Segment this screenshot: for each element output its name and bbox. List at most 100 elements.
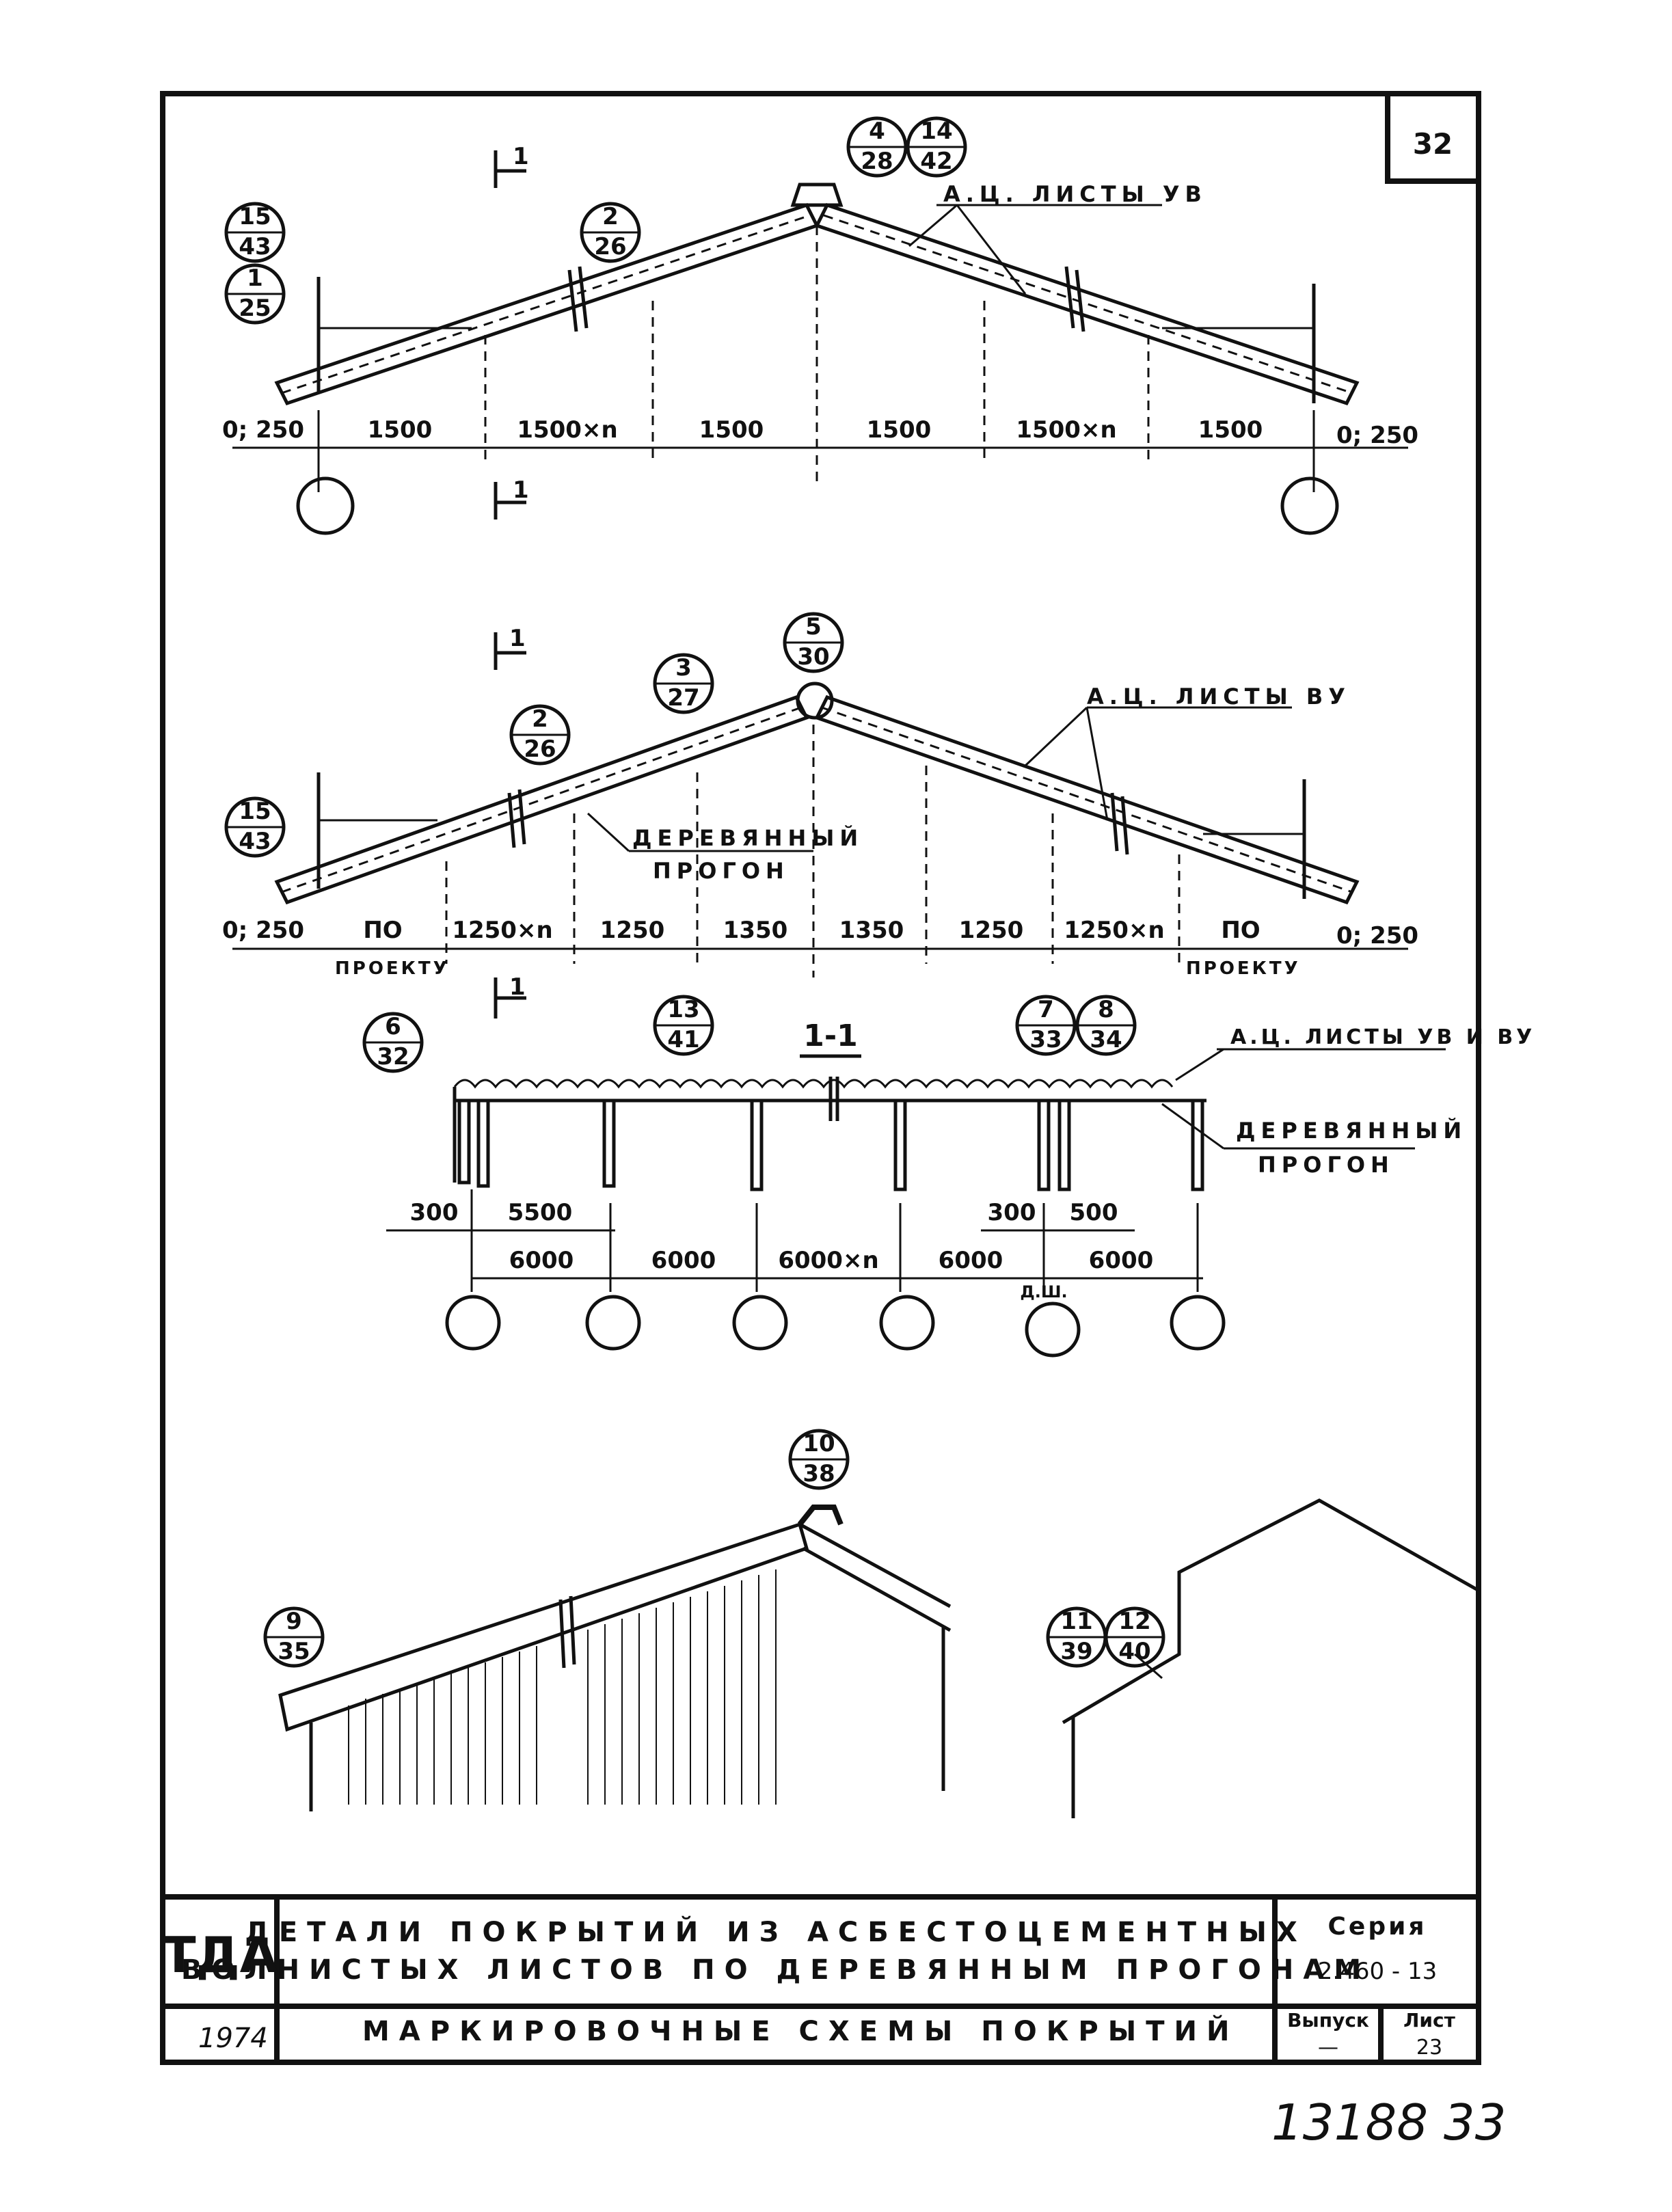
- callout-2-26: 2 26: [509, 704, 571, 766]
- svg-text:43: 43: [239, 828, 271, 855]
- svg-text:12: 12: [1118, 1608, 1150, 1635]
- dim-label: 1250: [600, 917, 665, 944]
- svg-text:15: 15: [239, 798, 271, 825]
- callout-15-43: 15 43: [224, 202, 286, 263]
- svg-text:2: 2: [532, 705, 548, 733]
- series-value: 2.460 - 13: [1318, 1958, 1437, 1985]
- dim-label: 1250×n: [452, 917, 552, 944]
- callout-13-41: 13 41: [653, 995, 714, 1056]
- axis-bubble: [732, 1295, 788, 1351]
- section-1-1: 1-1 300 5500 300 500: [362, 995, 1535, 1358]
- svg-text:43: 43: [239, 233, 271, 260]
- svg-text:40: 40: [1118, 1638, 1150, 1665]
- svg-text:39: 39: [1060, 1638, 1092, 1665]
- axis-bubble: [1170, 1295, 1226, 1351]
- ridge-cap: [790, 183, 844, 207]
- dim-label: 1500: [867, 416, 932, 444]
- svg-text:26: 26: [524, 736, 556, 763]
- eaves-slab: [278, 1522, 809, 1732]
- dim-label: 1500: [699, 416, 764, 444]
- callout-11-39: 11 39: [1046, 1606, 1107, 1668]
- callout-9-35: 9 35: [263, 1606, 325, 1668]
- joint-mark: Д.Ш.: [1020, 1282, 1067, 1301]
- svg-text:3: 3: [675, 654, 692, 682]
- dim-label: 6000: [651, 1247, 716, 1274]
- svg-text:13: 13: [667, 996, 699, 1023]
- sheet-label: Лист: [1403, 2009, 1455, 2032]
- axis-bubble: [445, 1295, 501, 1351]
- svg-text:9: 9: [286, 1608, 302, 1635]
- ridge-cap: [797, 1505, 844, 1526]
- dim-label: 1350: [839, 917, 904, 944]
- purlin-label: ПРОГОН: [653, 858, 790, 884]
- dim-label: 0; 250: [222, 416, 304, 444]
- svg-text:38: 38: [803, 1460, 835, 1487]
- callout-4-28: 4 28: [846, 116, 908, 178]
- dim-label: 1500: [368, 416, 433, 444]
- svg-text:2: 2: [602, 203, 619, 230]
- svg-text:42: 42: [920, 148, 952, 175]
- section-title: 1-1: [803, 1019, 858, 1053]
- roof-perspective: 10 38 9 35 11 39 12 40: [263, 1429, 1478, 1818]
- dim-label: 300: [410, 1199, 459, 1226]
- svg-text:41: 41: [667, 1026, 699, 1053]
- dim-label: 0; 250: [1336, 922, 1418, 949]
- svg-text:14: 14: [920, 118, 952, 145]
- title-line-2: ВОЛНИСТЫХ ЛИСТОВ ПО ДЕРЕВЯННЫМ ПРОГОНАМ: [181, 1954, 1371, 1986]
- purlin-label: ДЕРЕВЯННЫЙ: [1236, 1118, 1467, 1144]
- svg-text:32: 32: [377, 1043, 409, 1070]
- proekt-label: ПРОЕКТУ: [1186, 958, 1301, 979]
- dim-label: 5500: [508, 1199, 573, 1226]
- dim-label: 1250: [959, 917, 1024, 944]
- sheet-line-right: [823, 214, 1353, 394]
- purlin-label: ДЕРЕВЯННЫЙ: [632, 825, 863, 851]
- dim-label: 6000: [1089, 1247, 1154, 1274]
- callout-2-26: 2 26: [580, 202, 641, 263]
- svg-text:30: 30: [797, 643, 829, 671]
- dim-label: 6000: [509, 1247, 574, 1274]
- dim-label: ПО: [1221, 917, 1260, 944]
- callout-3-27: 3 27: [653, 653, 714, 714]
- svg-text:35: 35: [278, 1638, 310, 1665]
- axis-bubble: [585, 1295, 641, 1351]
- dim-label: 500: [1070, 1199, 1118, 1226]
- callout-10-38: 10 38: [788, 1429, 850, 1490]
- leader-label: А.Ц. ЛИСТЫ УВ: [943, 181, 1207, 207]
- roof-scheme-1: 1 1 А.Ц. ЛИСТЫ УВ 0; 250 1500 1500×n 150…: [222, 116, 1418, 535]
- svg-text:33: 33: [1029, 1026, 1062, 1053]
- sheet-line-left: [281, 214, 811, 394]
- roof-scheme-2: А.Ц. ЛИСТЫ ВУ ДЕРЕВЯННЫЙ ПРОГОН 1 1 0; 2…: [222, 612, 1418, 1019]
- svg-text:1: 1: [247, 265, 263, 292]
- callout-7-33: 7 33: [1015, 995, 1077, 1056]
- callout-8-34: 8 34: [1075, 995, 1137, 1056]
- building-profile: [1062, 1498, 1478, 1725]
- section-mark-top: 1: [509, 625, 526, 652]
- svg-text:10: 10: [803, 1430, 835, 1457]
- sheet-number: 32: [1413, 127, 1453, 161]
- axis-bubble: [1025, 1301, 1081, 1358]
- section-mark-bottom: 1: [509, 973, 526, 1001]
- dim-label: ПО: [363, 917, 402, 944]
- callout-1-25: 1 25: [224, 263, 286, 325]
- leader-label: А.Ц. ЛИСТЫ УВ И ВУ: [1230, 1025, 1535, 1049]
- svg-text:7: 7: [1038, 996, 1054, 1023]
- dim-label: 6000×n: [778, 1247, 878, 1274]
- sheet-frame: [160, 91, 1481, 2065]
- dim-label: 0; 250: [222, 917, 304, 944]
- proekt-label: ПРОЕКТУ: [335, 958, 450, 979]
- dim-label: 1250×n: [1064, 917, 1164, 944]
- svg-text:5: 5: [805, 613, 822, 640]
- callout-14-42: 14 42: [906, 116, 967, 178]
- svg-text:25: 25: [239, 295, 271, 322]
- purlin-label: ПРОГОН: [1258, 1152, 1394, 1178]
- org-logo: ТДА: [163, 1926, 278, 1984]
- dim-label: 0; 250: [1336, 422, 1418, 449]
- leader-label: А.Ц. ЛИСТЫ ВУ: [1087, 684, 1351, 710]
- svg-text:27: 27: [667, 684, 699, 712]
- axis-bubble: [879, 1295, 935, 1351]
- section-mark-top: 1: [513, 143, 529, 170]
- series-label: Серия: [1328, 1913, 1427, 1941]
- svg-text:28: 28: [861, 148, 893, 175]
- svg-text:34: 34: [1090, 1026, 1122, 1053]
- title-block: ТДА ДЕТАЛИ ПОКРЫТИЙ ИЗ АСБЕСТОЦЕМЕНТНЫХ …: [163, 1894, 1479, 2062]
